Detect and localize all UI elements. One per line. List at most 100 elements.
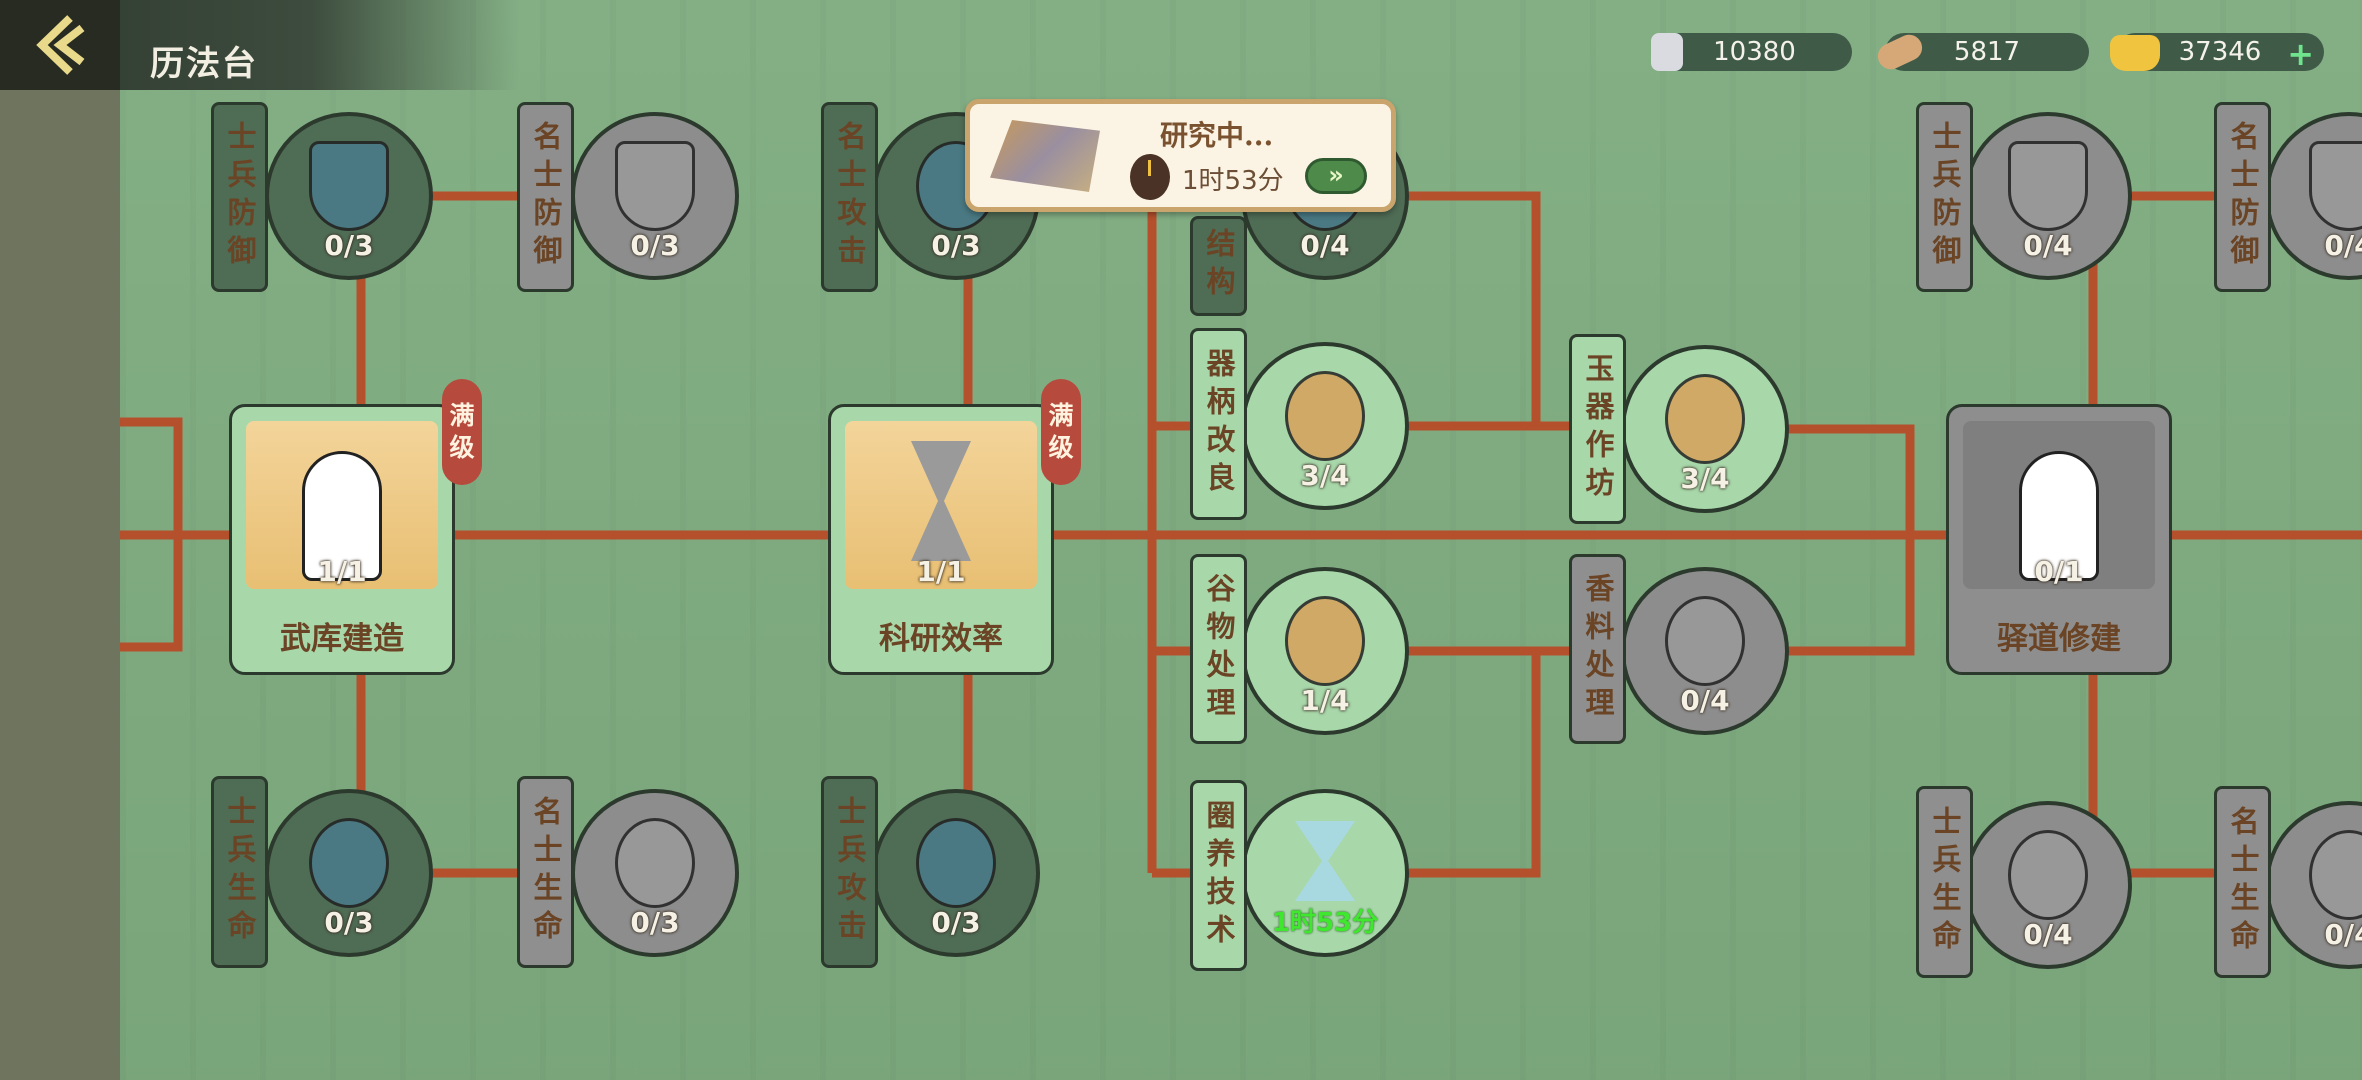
resource-wood: 5817 <box>1873 30 2089 74</box>
tech-card-research-efficiency[interactable]: 1/1 科研效率 满级 <box>828 379 1081 675</box>
tech-node-label: 士兵防御 <box>223 121 257 273</box>
research-building-thumbnail <box>990 120 1100 192</box>
tech-node-label-tag[interactable]: 士兵生命 <box>1916 786 1973 978</box>
tech-node-label-tag[interactable]: 名士防御 <box>2214 102 2271 292</box>
badge-char: 级 <box>1048 433 1074 462</box>
tech-node-button[interactable]: 0/4 <box>1621 567 1789 735</box>
tech-node-label-tag[interactable]: 士兵防御 <box>211 102 268 292</box>
tech-progress: 0/3 <box>324 229 374 262</box>
tech-progress: 0/4 <box>1680 684 1730 717</box>
tech-node-label-tag[interactable]: 圈养技术 <box>1190 780 1247 971</box>
tech-progress: 0/4 <box>2324 918 2362 951</box>
back-button[interactable] <box>0 0 120 90</box>
heart-plus-icon <box>309 818 389 908</box>
tech-node-label-tag[interactable]: 香料处理 <box>1569 554 1626 744</box>
card-name: 科研效率 <box>879 621 1003 657</box>
tech-node-button[interactable]: 0/4 <box>1964 801 2132 969</box>
tech-node-button[interactable]: 0/3 <box>265 112 433 280</box>
warrior-portrait-icon <box>1963 421 2155 589</box>
shield-icon <box>309 141 389 231</box>
tech-node-label-tag[interactable]: 名士生命 <box>517 776 574 968</box>
tech-progress: 0/4 <box>2023 229 2073 262</box>
card-progress: 1/1 <box>916 555 966 588</box>
resource-gold: 37346 + <box>2110 33 2324 73</box>
tech-progress: 0/4 <box>2324 229 2362 262</box>
tech-progress: 0/3 <box>931 906 981 939</box>
tech-node-button[interactable]: 0/3 <box>571 112 739 280</box>
card-figure <box>302 451 382 581</box>
left-margin <box>0 0 120 1080</box>
gold-ingot-icon <box>2110 35 2160 71</box>
swords-icon <box>916 818 996 908</box>
hourglass-icon <box>1295 821 1355 901</box>
tech-node-label-tag[interactable]: 士兵生命 <box>211 776 268 968</box>
heart-plus-icon <box>615 818 695 908</box>
hourglass-icon <box>845 421 1037 589</box>
tech-node-label-tag[interactable]: 器柄改良 <box>1190 328 1247 520</box>
tech-node-button[interactable]: 0/3 <box>265 789 433 957</box>
tech-node-label-tag[interactable]: 谷物处理 <box>1190 554 1247 744</box>
tech-node-button[interactable]: 3/4 <box>1621 345 1789 513</box>
tech-progress: 1/4 <box>1300 684 1350 717</box>
tech-node-button[interactable]: 1时53分 <box>1241 789 1409 957</box>
heart-plus-icon <box>2008 830 2088 920</box>
card-figure <box>911 441 971 561</box>
add-gold-button[interactable]: + <box>2287 35 2314 73</box>
tech-node-label-tag[interactable]: 名士生命 <box>2214 786 2271 978</box>
clock-icon <box>1130 154 1170 200</box>
tech-node-label-tag[interactable]: 名士攻击 <box>821 102 878 292</box>
forest-hut-icon <box>1285 371 1365 461</box>
tech-node-label-tag[interactable]: 名士防御 <box>517 102 574 292</box>
tech-node-label: 香料处理 <box>1581 573 1615 725</box>
tech-progress: 0/3 <box>630 229 680 262</box>
stone-icon <box>1651 33 1683 71</box>
granary-icon <box>1285 596 1365 686</box>
tech-node-label-tag[interactable]: 士兵防御 <box>1916 102 1973 292</box>
tech-node-label-tag[interactable]: 玉器作坊 <box>1569 334 1626 524</box>
tech-node-label-tag[interactable]: 士兵攻击 <box>821 776 878 968</box>
warrior-portrait-icon <box>246 421 438 589</box>
shield-icon <box>2008 141 2088 231</box>
tech-node-label: 士兵生命 <box>223 796 257 948</box>
tech-node-label: 名士防御 <box>2226 121 2260 273</box>
tech-node-label: 士兵攻击 <box>833 796 867 948</box>
tech-node-label: 谷物处理 <box>1202 573 1236 725</box>
tech-progress: 3/4 <box>1300 459 1350 492</box>
wood-value: 5817 <box>1953 37 2021 67</box>
connector-left-stub <box>120 417 183 652</box>
speed-up-button[interactable]: » <box>1305 158 1367 194</box>
tech-node-label: 名士攻击 <box>833 121 867 273</box>
connector-col3 <box>1147 211 1192 878</box>
card-figure <box>2019 451 2099 581</box>
card-progress: 1/1 <box>317 555 367 588</box>
tech-progress: 0/3 <box>324 906 374 939</box>
tech-progress: 0/3 <box>630 906 680 939</box>
research-in-progress-popup[interactable]: 研究中... 1时53分 » <box>965 99 1396 212</box>
resource-stone: 10380 <box>1651 33 1852 71</box>
max-level-badge: 满级 <box>1041 379 1081 485</box>
badge-char: 满 <box>449 401 475 430</box>
tech-node-label: 名士生命 <box>529 796 563 948</box>
max-level-badge: 满级 <box>442 379 482 485</box>
connector-col4 <box>1400 191 1570 878</box>
research-timer: 1时53分 <box>1271 908 1379 938</box>
connector-col5 <box>1786 424 1946 656</box>
remaining-time: 1时53分 <box>1182 166 1284 196</box>
tech-node-label: 名士防御 <box>529 121 563 273</box>
tech-node-button[interactable]: 3/4 <box>1241 342 1409 510</box>
gold-value: 37346 <box>2178 37 2262 67</box>
tech-node-button[interactable]: 1/4 <box>1241 567 1409 735</box>
tech-progress: 0/3 <box>931 229 981 262</box>
tech-node-label: 士兵防御 <box>1928 121 1962 273</box>
tech-progress: 0/4 <box>2023 918 2073 951</box>
connector-col6 <box>2088 191 2215 878</box>
tech-node-button[interactable]: 0/4 <box>1964 112 2132 280</box>
tech-node-button[interactable]: 0/3 <box>872 789 1040 957</box>
tech-node-button[interactable]: 0/3 <box>571 789 739 957</box>
badge-char: 满 <box>1048 401 1074 430</box>
tech-node-label-tag[interactable]: 结构 <box>1190 216 1247 316</box>
shield-icon <box>2309 141 2362 231</box>
